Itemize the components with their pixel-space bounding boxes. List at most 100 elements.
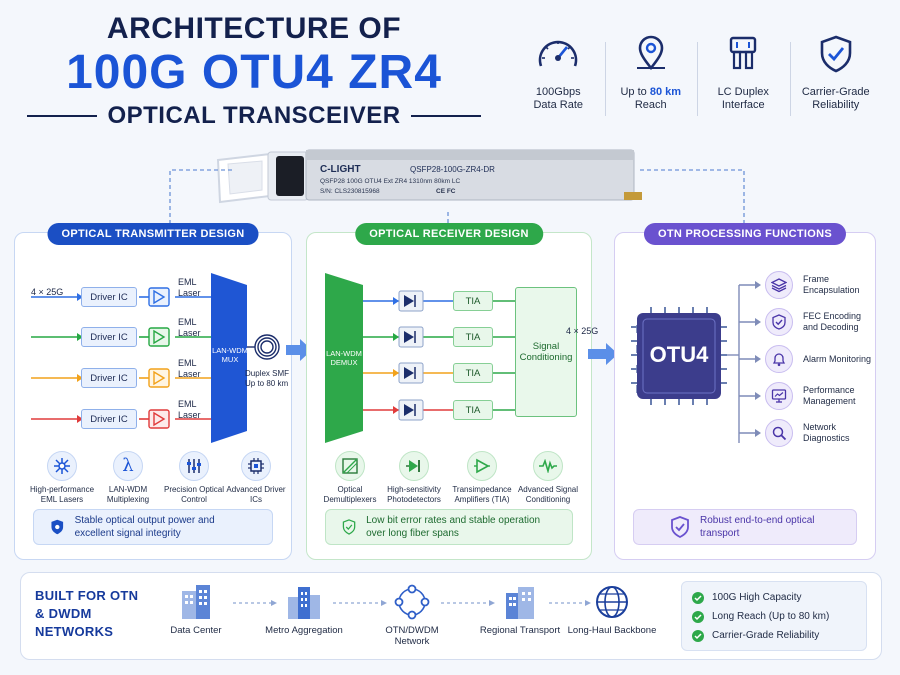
buildings-icon [506, 587, 534, 619]
check-item-2: Long Reach (Up to 80 km) [692, 607, 856, 626]
arrow-tx-to-rx [286, 339, 312, 361]
spec-reliability: Carrier-Grade Reliability [789, 34, 883, 116]
network-item-1: Data Center [151, 583, 241, 636]
spec-interface: LC Duplex Interface [697, 34, 790, 116]
otn-func-2-label: FEC Encoding and Decoding [803, 311, 862, 332]
rx-feature-4-label: Advanced Signal Conditioning [517, 485, 579, 504]
rx-lanes [325, 273, 515, 443]
waveform-icon [533, 451, 563, 481]
title-rule-right [410, 115, 481, 117]
tx-eml-laser-4: EML Laser [178, 399, 201, 420]
rx-tia-3: TIA [453, 363, 493, 383]
lambda-icon: λ [113, 451, 143, 481]
spec-reach-highlight: 80 km [649, 86, 682, 98]
speedometer-icon [538, 40, 578, 67]
check-icon [692, 629, 704, 642]
check-item-3: Carrier-Grade Reliability [692, 626, 856, 645]
title-line2: 100G OTU4 ZR4 [66, 46, 442, 99]
spec-row: 100Gbps Data Rate Up to 80 km Reach LC D… [512, 34, 883, 116]
module-serial: S/N: CLS230815968 [320, 188, 380, 195]
tx-note: Stable optical output power and excellen… [33, 509, 273, 545]
rx-tia-1: TIA [453, 291, 493, 311]
tx-input-label: 4 × 25G [31, 287, 64, 297]
shield-check-icon [342, 519, 356, 535]
tx-driver-ic-3: Driver IC [81, 368, 137, 388]
tx-mux-label: LAN-WDM MUX [212, 346, 248, 364]
rx-demux-label: LAN-WDM DEMUX [326, 349, 362, 367]
spec-data-rate-l1: 100Gbps [535, 86, 581, 98]
rx-feature-2-label: High-sensitivity Photodetectors [387, 485, 441, 504]
rx-feature-2: High-sensitivity Photodetectors [379, 451, 449, 505]
tx-note-text: Stable optical output power and excellen… [74, 515, 215, 539]
otn-func-3: Alarm Monitoring [765, 345, 873, 373]
rx-feature-3: Transimpedance Amplifiers (TIA) [447, 451, 517, 505]
otn-title: OTN PROCESSING FUNCTIONS [643, 223, 847, 245]
transceiver-module: C-LIGHT QSFP28-100G-ZR4-DR QSFP28 100G O… [216, 149, 642, 204]
network-item-4-label: Regional Transport [479, 625, 561, 636]
rx-tia-4: TIA [453, 400, 493, 420]
title-rule-left [27, 115, 98, 117]
spec-reach-l1: Up to 80 km [605, 86, 698, 99]
rx-feature-3-label: Transimpedance Amplifiers (TIA) [452, 485, 512, 504]
shield-check-icon [671, 516, 689, 538]
check-item-1-label: 100G High Capacity [712, 592, 802, 603]
otn-func-1: Frame Encapsulation [765, 271, 873, 299]
title-line3-wrap: OPTICAL TRANSCEIVER [14, 102, 494, 130]
magnifier-icon [765, 419, 793, 447]
tx-feature-1: High-performance EML Lasers [27, 451, 97, 505]
globe-icon [596, 586, 628, 618]
module-connectors [169, 169, 745, 232]
spec-reach-l2: Reach [634, 99, 667, 111]
rx-feature-4: Advanced Signal Conditioning [513, 451, 583, 505]
lc-connector-icon [730, 36, 757, 70]
networks-band: BUILT FOR OTN & DWDM NETWORKS Data Cente… [20, 572, 882, 660]
shield-check-icon [765, 308, 793, 336]
rx-note-text: Low bit error rates and stable operation… [366, 515, 541, 539]
spec-data-rate-l2: Data Rate [533, 99, 584, 111]
tx-eml-laser-2: EML Laser [178, 317, 201, 338]
tx-driver-ic-1: Driver IC [81, 287, 137, 307]
spec-reach-prefix: Up to [620, 86, 650, 98]
title-block: ARCHITECTURE OF 100G OTU4 ZR4 OPTICAL TR… [14, 12, 494, 130]
bell-icon [765, 345, 793, 373]
photodiode-icon [399, 451, 429, 481]
check-icon [692, 610, 704, 623]
network-item-2-label: Metro Aggregation [265, 625, 343, 636]
tx-eml-laser-1: EML Laser [178, 277, 201, 298]
checklist: 100G High Capacity Long Reach (Up to 80 … [681, 581, 867, 651]
amplifier-icon [467, 451, 497, 481]
network-item-5-label: Long-Haul Backbone [567, 625, 657, 636]
panel-otn: OTN PROCESSING FUNCTIONS OTU4 Frame E [614, 223, 876, 560]
tx-driver-ic-4: Driver IC [81, 409, 137, 429]
module-brand: C-LIGHT [320, 164, 361, 175]
module-part-number: QSFP28-100G-ZR4-DR [410, 165, 495, 174]
tx-feature-2: λ LAN-WDM Multiplexing [93, 451, 163, 505]
network-item-1-label: Data Center [170, 625, 222, 636]
spec-interface-l1: LC Duplex [717, 86, 769, 98]
networks-heading: BUILT FOR OTN & DWDM NETWORKS [35, 588, 139, 639]
panel-receiver: OPTICAL RECEIVER DESIGN [306, 223, 592, 560]
otn-chip-diagram [631, 281, 761, 443]
network-item-3-label: OTN/DWDM Network [385, 625, 439, 647]
laser-burst-icon [47, 451, 77, 481]
networks-flow-line [233, 600, 591, 606]
otn-func-4: Performance Management [765, 382, 873, 410]
title-line3: OPTICAL TRANSCEIVER [107, 102, 401, 129]
network-item-2: Metro Aggregation [259, 583, 349, 636]
tx-lanes [31, 273, 280, 443]
otn-chip-label: OTU4 [649, 342, 709, 367]
rx-feature-1: Optical Demultiplexers [315, 451, 385, 505]
rx-tia-2: TIA [453, 327, 493, 347]
module-marks: CE FC [436, 188, 456, 195]
module-desc: QSFP28 100G OTU4 Ext ZR4 1310nm 80km LC [320, 178, 460, 185]
otn-func-5: Network Diagnostics [765, 419, 873, 447]
spec-reliability-l1: Carrier-Grade [801, 86, 870, 98]
panel-transmitter: OPTICAL TRANSMITTER DESIGN 4 × 25G [14, 223, 292, 560]
transmitter-title: OPTICAL TRANSMITTER DESIGN [47, 223, 259, 245]
network-ring-icon [394, 584, 430, 620]
arrow-rx-to-otn [588, 343, 618, 365]
title-line1: ARCHITECTURE OF [106, 12, 402, 45]
otn-note-text: Robust end-to-end optical transport [700, 515, 815, 539]
tx-driver-ic-2: Driver IC [81, 327, 137, 347]
shield-icon [51, 519, 64, 535]
